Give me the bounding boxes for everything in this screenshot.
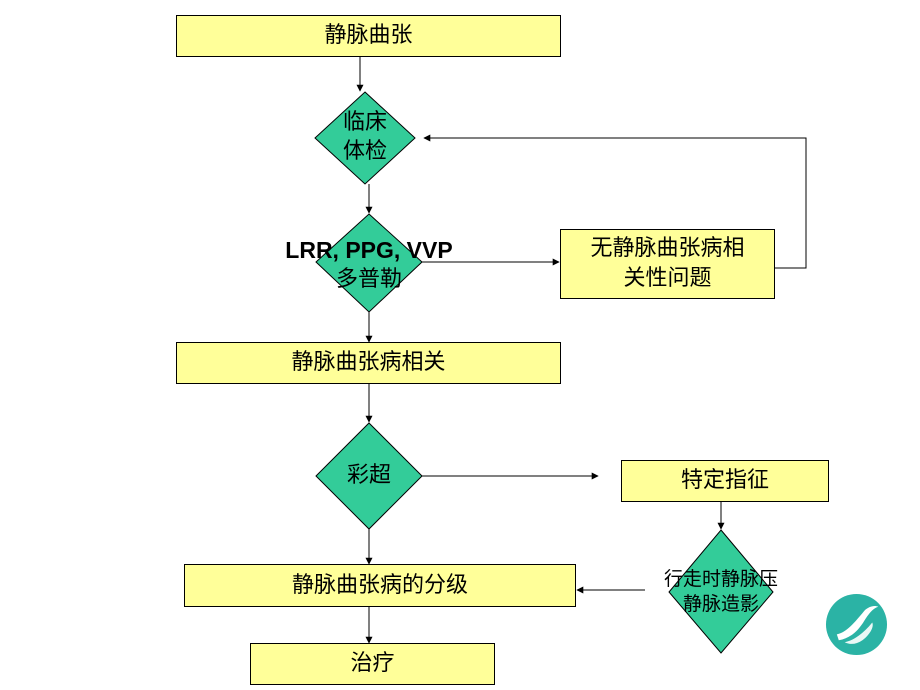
diamond-exam [314, 91, 416, 185]
box-treatment: 治疗 [250, 643, 495, 685]
diamond-exam-line2: 体检 [342, 139, 387, 164]
diamond-angiography [668, 529, 774, 654]
diamond-tests-line2: 多普勒 [335, 266, 402, 292]
box-grading-label: 静脉曲张病的分级 [291, 572, 468, 598]
diamond-angio-label: 行走时静脉压 静脉造影 [643, 563, 799, 621]
box-unrelated-line1: 无静脉曲张病相 [590, 236, 745, 262]
diamond-angio-line2: 静脉造影 [682, 593, 759, 615]
box-related: 静脉曲张病相关 [176, 342, 561, 384]
box-unrelated: 无静脉曲张病相 关性问题 [560, 229, 775, 299]
diamond-tests-label: LRR, PPG, VVP 多普勒 [262, 234, 476, 296]
diamond-tests-line1: LRR, PPG, VVP [285, 236, 453, 263]
diamond-exam-label: 临床 体检 [315, 106, 415, 170]
box-specific-indication: 特定指征 [621, 460, 829, 502]
box-grading: 静脉曲张病的分级 [184, 564, 576, 607]
box-related-label: 静脉曲张病相关 [291, 350, 446, 376]
diamond-ultrasound-text: 彩超 [346, 462, 391, 488]
box-treatment-label: 治疗 [350, 651, 395, 677]
box-varicose-veins: 静脉曲张 [176, 15, 561, 57]
leaf-swirl-logo-icon [825, 593, 888, 656]
box-unrelated-line2: 关性问题 [623, 266, 712, 291]
diamond-ultrasound-label: 彩超 [316, 460, 422, 492]
arrow-unrelated-back-to-exam [423, 134, 807, 269]
diamond-angio-line1: 行走时静脉压 [663, 568, 778, 591]
box-varicose-veins-label: 静脉曲张 [324, 23, 413, 49]
box-specific-label: 特定指征 [680, 468, 769, 494]
diamond-exam-line1: 临床 [342, 110, 387, 136]
